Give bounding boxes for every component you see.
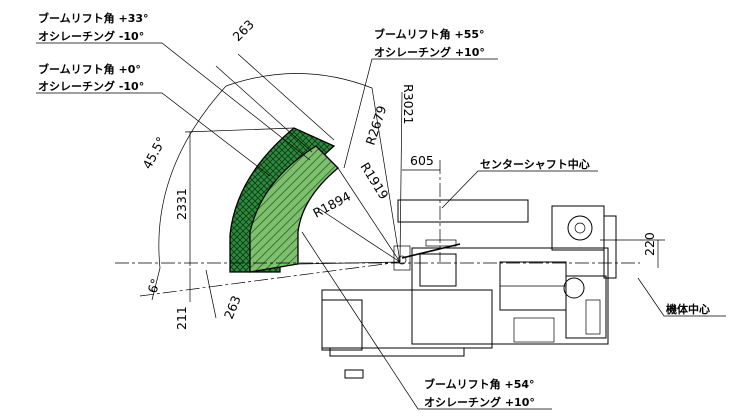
dim-6: 6° xyxy=(145,277,164,295)
pos1-line2: オシレーチング -10° xyxy=(38,29,144,43)
dim-2331: 2331 xyxy=(174,188,189,220)
dim-2331-ext-top xyxy=(184,127,295,133)
radius-line-low xyxy=(297,261,401,265)
dim-263-top-line xyxy=(215,65,313,153)
pos3-line2: オシレーチング +10° xyxy=(374,45,485,59)
dim-263-bottom-line xyxy=(205,269,217,319)
dim-r3021: R3021 xyxy=(401,84,416,125)
control-box xyxy=(419,253,457,287)
dim-r1919: R1919 xyxy=(357,160,391,202)
tilted-center-line xyxy=(139,261,401,297)
dim-263-bottom: 263 xyxy=(221,293,244,321)
machine-body xyxy=(321,199,617,379)
rear-panel xyxy=(603,215,617,279)
dim-263-top: 263 xyxy=(230,17,257,44)
angle-arc-45-5 xyxy=(158,85,227,269)
angle-arc-6 xyxy=(151,267,161,301)
boom-mount xyxy=(393,245,411,271)
leader-lines xyxy=(36,42,726,410)
boom-pivot xyxy=(397,255,407,265)
reach-zone-hatch xyxy=(249,145,339,273)
cylinder xyxy=(425,239,457,247)
lower-frame xyxy=(321,289,493,349)
base-plate xyxy=(329,347,465,357)
dim-45-5: 45.5° xyxy=(139,134,168,171)
leader-pos4 xyxy=(301,231,552,410)
pos4-line1: ブームリフト角 +54° xyxy=(424,377,535,391)
radius-line-r3021 xyxy=(399,91,403,263)
leader-pos1 xyxy=(36,42,311,161)
leader-machine-center xyxy=(637,277,726,317)
leader-pos3 xyxy=(343,58,498,169)
radius-line-r1894 xyxy=(317,207,401,263)
pos3-line1: ブームリフト角 +55° xyxy=(374,27,485,41)
upper-deck xyxy=(397,199,529,223)
dimension-geometry xyxy=(151,53,665,319)
panel-b xyxy=(585,299,601,335)
fan-hub xyxy=(574,222,586,234)
radius-line-r1919 xyxy=(337,167,401,263)
dim-r1894: R1894 xyxy=(310,188,353,220)
machine-center-label: 機体中心 xyxy=(666,302,710,316)
foot-pad xyxy=(344,369,364,379)
pos2-line1: ブームリフト角 +0° xyxy=(38,62,141,76)
main-body xyxy=(411,247,609,345)
leader-pos2 xyxy=(36,92,271,177)
panel-a xyxy=(513,317,555,343)
reach-arc-outer xyxy=(225,73,373,89)
rear-wheel xyxy=(563,277,585,299)
pos4-line2: オシレーチング +10° xyxy=(424,395,535,409)
engine-housing xyxy=(551,205,605,251)
center-shaft-label: センターシャフト中心 xyxy=(480,157,590,171)
dimension-labels: 263 45.5° 2331 6° 211 263 R3021 R2679 R1… xyxy=(139,17,657,330)
fan-circle xyxy=(567,215,593,241)
track-left xyxy=(321,299,363,351)
dim-211: 211 xyxy=(174,306,189,330)
dim-263-top-line2 xyxy=(237,53,335,141)
reach-zone-group xyxy=(229,127,339,273)
radius-line-r2679 xyxy=(371,87,401,263)
text-labels: ブームリフト角 +33° オシレーチング -10° ブームリフト角 +0° オシ… xyxy=(38,11,710,409)
leader-center-shaft xyxy=(441,170,598,209)
dim-605: 605 xyxy=(410,153,434,168)
center-lines xyxy=(115,160,640,297)
dim-220: 220 xyxy=(642,232,657,256)
dim-r2679: R2679 xyxy=(363,104,390,147)
pos1-line1: ブームリフト角 +33° xyxy=(38,11,149,25)
rear-body xyxy=(565,275,607,339)
pos2-line2: オシレーチング -10° xyxy=(38,79,144,93)
